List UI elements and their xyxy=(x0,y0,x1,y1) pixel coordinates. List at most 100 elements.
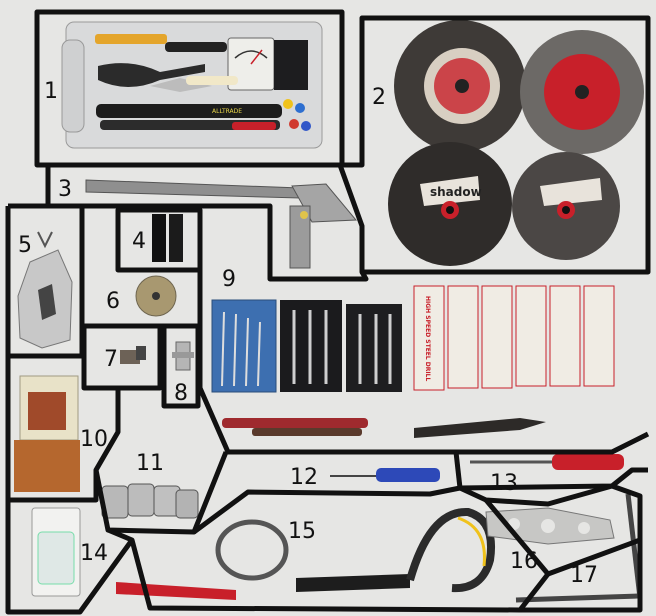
screwdriver-handle xyxy=(376,468,440,482)
tester-brand-text: ALLTRADE xyxy=(212,108,242,115)
multi-wrench-hole-3 xyxy=(578,522,590,534)
outline-region-13-left xyxy=(453,451,463,489)
tool-clip-left xyxy=(152,214,166,262)
label-12: 12 xyxy=(290,465,318,490)
pliers-wrench-jaw xyxy=(406,507,495,593)
wheel-2-hole xyxy=(575,85,589,99)
hex-key-long-arm xyxy=(515,593,639,603)
combination-square xyxy=(85,179,358,269)
coupler-collar xyxy=(172,352,194,358)
outline-region-16-top xyxy=(458,483,613,507)
wheel-4-sticker xyxy=(540,178,602,206)
hose-fitting xyxy=(120,346,146,364)
precision-screwdriver xyxy=(330,468,440,482)
label-16: 16 xyxy=(510,549,538,574)
crimper-grip-red xyxy=(232,122,276,130)
drill-index-black-2 xyxy=(346,304,402,392)
hss-drill-packs: HIGH SPEED STEEL DRILL xyxy=(413,285,615,391)
drill-pack-5 xyxy=(549,285,581,387)
pliers-head xyxy=(150,78,212,92)
chalk-reel-crank xyxy=(38,284,56,320)
label-9: 9 xyxy=(222,267,236,292)
socket-2 xyxy=(127,483,155,517)
outline-region-11 xyxy=(93,451,229,535)
sanding-drum xyxy=(135,275,177,317)
drill-pack-3 xyxy=(481,285,513,389)
large-drill-bit-body xyxy=(414,418,546,438)
label-4: 4 xyxy=(132,229,146,254)
tool-clip-right xyxy=(169,214,183,262)
region-outlines xyxy=(5,9,651,615)
pliers-wrench-handle xyxy=(296,574,410,592)
label-2: 2 xyxy=(372,85,386,110)
large-drill-bit xyxy=(414,418,546,438)
air-coupler xyxy=(172,341,194,371)
strap-wrench-band xyxy=(215,519,289,581)
label-8: 8 xyxy=(174,381,188,406)
outline-region-3 xyxy=(37,162,369,282)
wheel-3-sticker xyxy=(420,176,480,206)
outline-region-10 xyxy=(5,356,121,503)
wire-stripper xyxy=(96,104,282,118)
pliers-black xyxy=(98,63,205,87)
outline-region-7 xyxy=(81,326,163,391)
wheel-1-hole xyxy=(455,79,469,93)
outline-region-8 xyxy=(161,323,201,409)
drill-pack-4 xyxy=(515,285,547,387)
label-13: 13 xyxy=(490,471,518,496)
outline-regions-1-2 xyxy=(34,9,651,275)
drill-bit-4 xyxy=(257,321,261,387)
multimeter-needle xyxy=(250,49,263,65)
drill-bit-1 xyxy=(221,311,225,387)
label-7: 7 xyxy=(104,347,118,372)
pliers-wrench-yellow-edge xyxy=(457,516,486,567)
blister-pack xyxy=(31,507,81,597)
blister-pack-bubble xyxy=(37,531,75,585)
drill-bit-2 xyxy=(233,313,237,387)
outline-region-17 xyxy=(520,483,643,613)
red-handle-screwdriver xyxy=(470,454,624,470)
drill-pack-1 xyxy=(413,285,445,391)
label-5: 5 xyxy=(18,233,32,258)
wire-brush xyxy=(14,375,80,492)
wire-brush-bristles xyxy=(14,440,80,492)
drill-bit-sets xyxy=(211,299,402,393)
red-driver-handle xyxy=(552,454,624,470)
circuit-tester xyxy=(186,76,238,85)
chalk-line-hook xyxy=(37,231,53,249)
brush-bit-bristles xyxy=(252,428,362,436)
fitting-body xyxy=(120,350,140,364)
wire-brush-label xyxy=(28,392,66,430)
label-17: 17 xyxy=(570,563,598,588)
disc-brand-text: shadow xyxy=(430,185,482,199)
item-numbers: 1 2 3 4 5 6 7 8 9 10 11 12 13 14 15 16 1… xyxy=(18,79,598,588)
wheel-3-hole xyxy=(446,206,454,214)
drill-pack-2 xyxy=(447,285,479,389)
label-6: 6 xyxy=(106,289,120,314)
label-11: 11 xyxy=(136,451,164,476)
kit-case-handle xyxy=(61,39,85,133)
label-14: 14 xyxy=(80,541,108,566)
label-15: 15 xyxy=(288,519,316,544)
deep-sockets xyxy=(101,483,199,519)
label-10: 10 xyxy=(80,427,108,452)
label-3: 3 xyxy=(58,177,72,202)
screwdriver-black xyxy=(165,42,227,52)
square-level-vial xyxy=(300,211,308,219)
square-stock xyxy=(289,205,311,269)
outline-region-14 xyxy=(5,500,135,615)
connector-red xyxy=(289,119,299,129)
drill-pack-6 xyxy=(583,285,615,387)
wheel-4-hole xyxy=(562,206,570,214)
multimeter-scale xyxy=(234,50,268,59)
sanding-drum-center xyxy=(152,292,160,300)
drill-bit-3 xyxy=(245,317,249,387)
multi-wrench-hole-2 xyxy=(541,519,555,533)
connector-blue xyxy=(295,103,305,113)
tool-clip xyxy=(152,214,183,262)
label-1: 1 xyxy=(44,79,58,104)
chalk-line-reel xyxy=(17,231,73,349)
tool-kit-case: ALLTRADE xyxy=(61,21,323,149)
